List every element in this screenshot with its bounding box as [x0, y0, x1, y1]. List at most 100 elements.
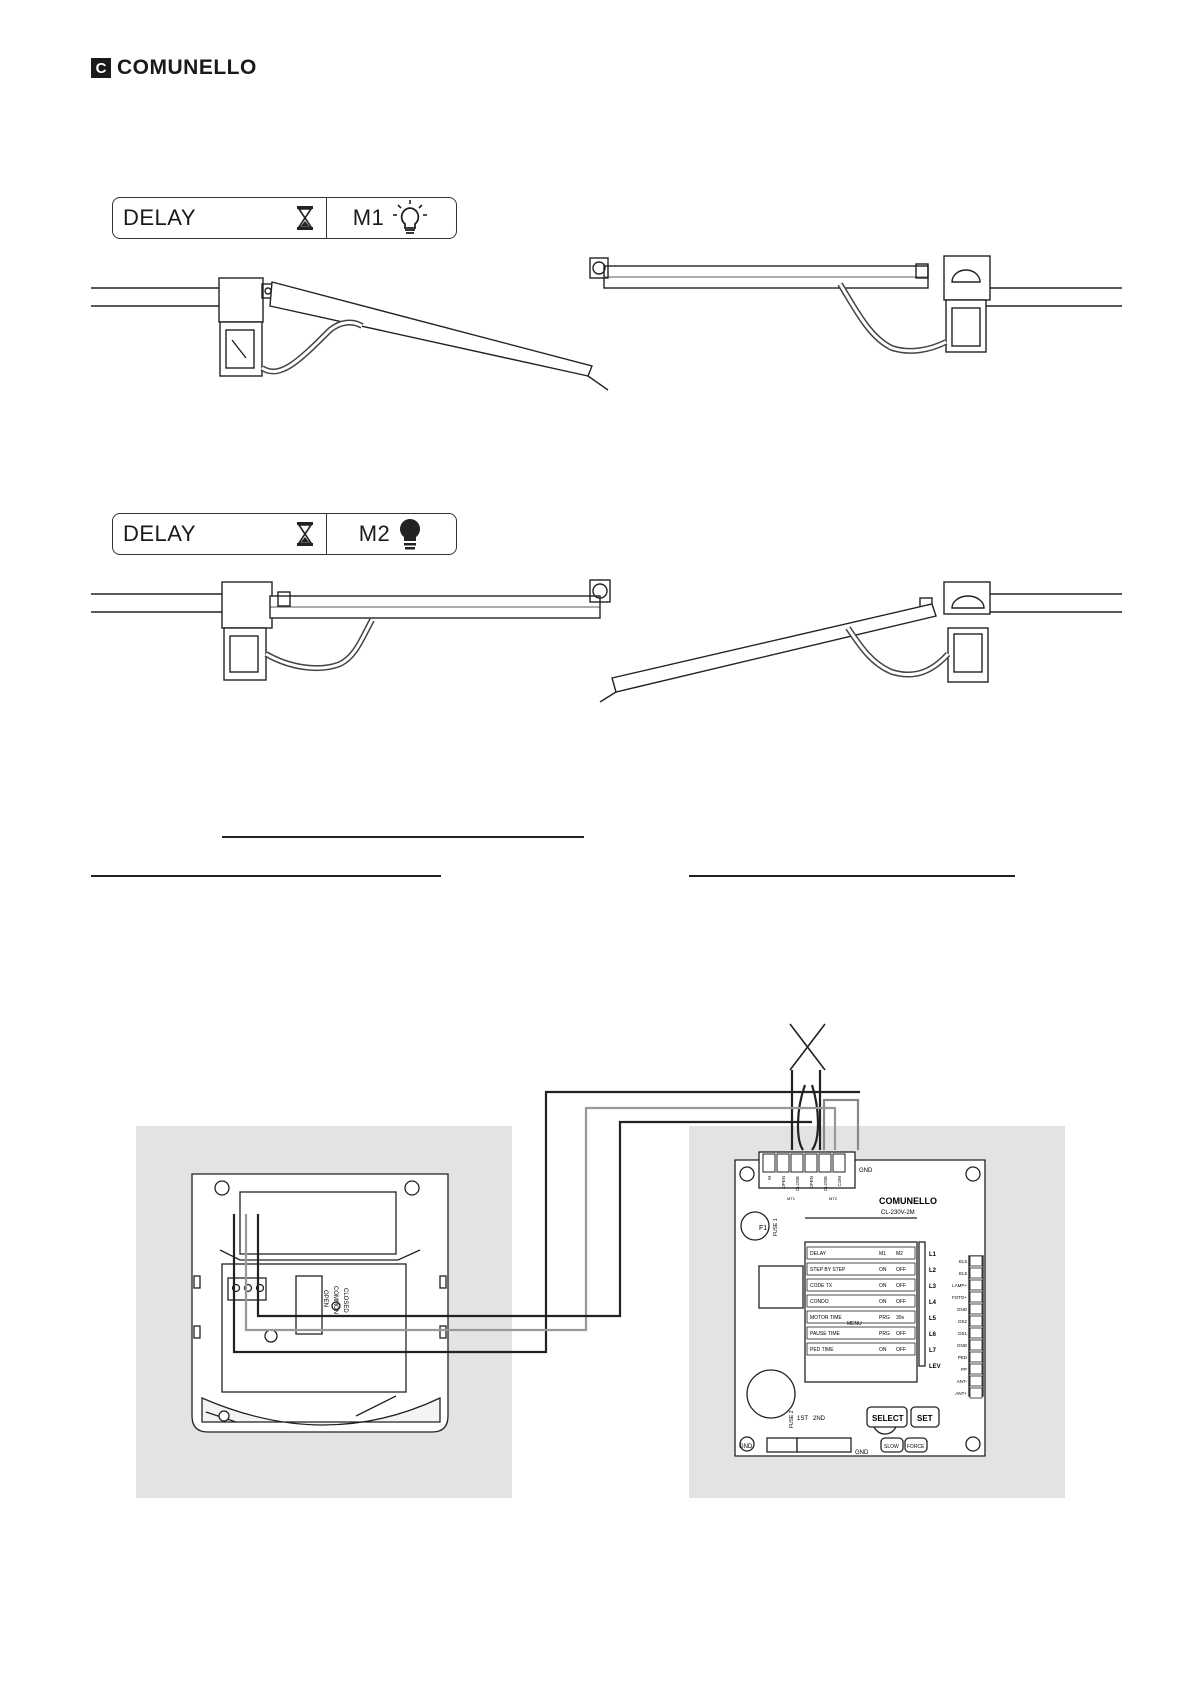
motor-group-label: MT1	[787, 1196, 796, 1201]
right-terminal-label: FOTO+	[952, 1295, 967, 1300]
top-terminal-label: M	[767, 1176, 772, 1180]
led-label: L4	[929, 1300, 937, 1306]
led-label: L5	[929, 1316, 937, 1322]
force-label: FORCE	[907, 1444, 925, 1450]
top-terminal-label: COM	[837, 1176, 842, 1187]
led-label: L1	[929, 1252, 937, 1258]
menu-row-val2: M2	[896, 1251, 903, 1257]
right-terminal-10	[969, 1375, 983, 1387]
gate-illustration-m1-opening	[91, 255, 1122, 391]
right-terminal-label: GND	[957, 1343, 968, 1348]
select-button[interactable]: SELECT	[872, 1414, 904, 1423]
menu-row-name: MOTOR TIME	[810, 1315, 842, 1321]
brand-logo: C COMUNELLO	[91, 56, 257, 80]
logo-mark: C	[91, 58, 111, 78]
right-terminal-label: LAMP+	[952, 1283, 967, 1288]
menu-row-val1: M1	[879, 1251, 886, 1257]
menu-row-val2: OFF	[896, 1331, 906, 1337]
right-terminal-label: DS2	[958, 1319, 967, 1324]
menu-row-val2: OFF	[896, 1299, 906, 1305]
menu-row-val2: OFF	[896, 1267, 906, 1273]
right-terminal-11	[969, 1387, 983, 1399]
top-gnd-label: GND	[859, 1168, 873, 1174]
menu-row-box	[806, 1294, 916, 1308]
right-terminal-2	[969, 1279, 983, 1291]
top-terminal-1	[776, 1153, 790, 1173]
delay-m2-panel: DELAY M2	[112, 513, 457, 555]
btn-1st[interactable]: 1ST	[797, 1416, 808, 1422]
board-model: CL-230V-2M	[881, 1210, 915, 1216]
control-board: F1 FUSE 1 FUSE 2 GND COMUNELLO CL-230V-2…	[734, 1151, 986, 1457]
delay-label: DELAY	[123, 521, 197, 546]
bottom-gnd-label: GND	[855, 1450, 869, 1456]
top-terminal-2	[790, 1153, 804, 1173]
right-terminal-label: GND	[957, 1307, 968, 1312]
fuse2-label: FUSE 2	[789, 1410, 795, 1428]
gate-illustration-m2-opening	[91, 579, 1122, 703]
top-terminal-label: CLOSE	[823, 1176, 828, 1191]
right-terminal-label: PP	[961, 1367, 967, 1372]
bottom-left-gnd-label: GND	[739, 1444, 753, 1450]
right-terminal-3	[969, 1291, 983, 1303]
right-terminal-label: EL5	[959, 1271, 968, 1276]
menu-row-val2: OFF	[896, 1283, 906, 1289]
right-terminal-0	[969, 1255, 983, 1267]
right-terminal-label: ANT-	[957, 1379, 968, 1384]
top-terminal-4	[818, 1153, 832, 1173]
right-terminal-9	[969, 1363, 983, 1375]
logo-text: COMUNELLO	[117, 56, 257, 79]
board-brand: COMUNELLO	[879, 1196, 937, 1206]
delay-m1-panel: DELAY M1	[112, 197, 457, 239]
led-label: L2	[929, 1268, 937, 1274]
fuse1-label: FUSE 1	[773, 1218, 779, 1236]
menu-row-val1: ON	[879, 1347, 887, 1353]
right-terminal-label: EL5	[959, 1259, 968, 1264]
slow-label: SLOW	[884, 1444, 899, 1450]
top-terminal-label: CLOSE	[795, 1176, 800, 1191]
right-terminal-label: DS1	[958, 1331, 967, 1336]
hourglass-icon	[297, 206, 313, 230]
top-terminal-label: OPEN	[781, 1176, 786, 1189]
bulb-on-icon	[393, 200, 428, 234]
m1-label: M1	[352, 205, 385, 230]
right-terminal-6	[969, 1327, 983, 1339]
btn-2nd[interactable]: 2ND	[813, 1416, 826, 1422]
led-label: L7	[929, 1348, 937, 1354]
m2-label: M2	[358, 521, 391, 546]
terminal-closed-label: CLOSED	[342, 1288, 348, 1313]
menu-row-val1: ON	[879, 1299, 887, 1305]
hourglass-icon	[297, 522, 313, 546]
menu-row-val1: ON	[879, 1283, 887, 1289]
top-terminal-0	[762, 1153, 776, 1173]
left-caption-underline	[91, 875, 441, 877]
menu-row-name: CODE TX	[810, 1283, 833, 1289]
menu-row-box	[806, 1278, 916, 1292]
receiver-device: OPEN COMMON CLOSED	[191, 1173, 449, 1433]
menu-row-name: CONDO	[810, 1299, 829, 1305]
led-label: L6	[929, 1332, 937, 1338]
terminal-open-label: OPEN	[322, 1290, 328, 1307]
right-terminal-label: ANT+	[955, 1391, 967, 1396]
led-label: L3	[929, 1284, 937, 1290]
menu-row-name: PED TIME	[810, 1347, 834, 1353]
menu-row-val1: PRG	[879, 1331, 890, 1337]
right-terminal-label: PED	[958, 1355, 968, 1360]
receiver-terminal-labels: OPEN COMMON CLOSED	[322, 1286, 348, 1314]
menu-row-box	[806, 1310, 916, 1324]
motor-group-label: MT2	[829, 1196, 838, 1201]
menu-button[interactable]: MENU	[847, 1321, 862, 1327]
menu-row-name: PAUSE TIME	[810, 1331, 840, 1337]
right-terminal-4	[969, 1303, 983, 1315]
right-terminal-8	[969, 1351, 983, 1363]
wiring-diagram	[232, 1023, 860, 1354]
led-label: LEV	[929, 1364, 941, 1370]
f1-label: F1	[759, 1225, 767, 1232]
menu-row-box	[806, 1262, 916, 1276]
terminal-common-label: COMMON	[332, 1286, 338, 1314]
menu-row-box	[806, 1246, 916, 1260]
menu-row-val1: PRG	[879, 1315, 890, 1321]
top-terminal-label: OPEN	[809, 1176, 814, 1189]
top-terminal-5	[832, 1153, 846, 1173]
menu-row-val2: OFF	[896, 1347, 906, 1353]
set-button[interactable]: SET	[917, 1414, 933, 1423]
